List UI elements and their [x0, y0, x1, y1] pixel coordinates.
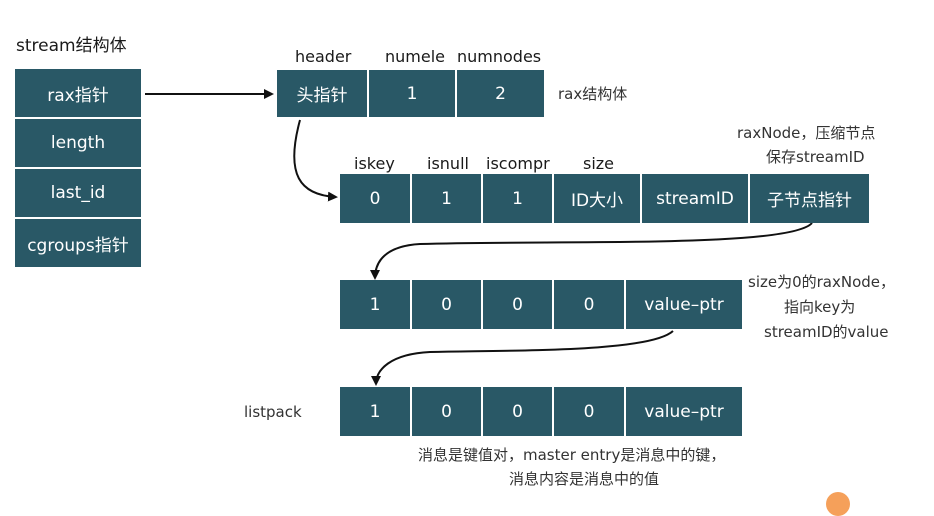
raxnode-iskey-label: iskey [354, 154, 395, 173]
rax-cell-numnodes: 2 [457, 70, 544, 117]
listpack-cell-value-ptr: value–ptr [626, 387, 742, 436]
stream-struct-title: stream结构体 [16, 36, 127, 56]
raxnode-note-1: raxNode，压缩节点 [737, 124, 876, 142]
leafnode-cell-1: 1 [340, 280, 410, 329]
rax-cell-head-pointer: 头指针 [277, 70, 367, 117]
raxnode-cell-iskey: 0 [340, 174, 410, 223]
leafnode-cell-4: 0 [554, 280, 624, 329]
rax-struct-label: rax结构体 [558, 85, 628, 103]
corner-logo-fragment [826, 492, 850, 516]
raxnode-size-label: size [583, 154, 615, 173]
listpack-label: listpack [244, 403, 302, 421]
stream-field-rax-pointer: rax指针 [15, 69, 141, 117]
leafnode-note-2: 指向key为 [784, 298, 856, 316]
rax-header-label: header [295, 47, 352, 66]
arrow-value-pointer [371, 330, 674, 386]
raxnode-cell-iscompr: 1 [483, 174, 552, 223]
listpack-cell-1: 1 [340, 387, 410, 436]
rax-cell-numele: 1 [369, 70, 455, 117]
raxnode-cell-isnull: 1 [412, 174, 481, 223]
arrow-child-pointer [370, 222, 813, 280]
leafnode-cell-2: 0 [412, 280, 481, 329]
raxnode-iscompr-label: iscompr [486, 154, 550, 173]
arrow-head-pointer [293, 119, 338, 202]
leafnode-cell-3: 0 [483, 280, 552, 329]
listpack-note-2: 消息内容是消息中的值 [509, 470, 660, 488]
connector-arrows [145, 89, 813, 386]
raxnode-isnull-label: isnull [427, 154, 469, 173]
raxnode-cell-streamid: streamID [642, 174, 748, 223]
stream-field-length: length [15, 119, 141, 167]
leafnode-cell-value-ptr: value–ptr [626, 280, 742, 329]
stream-field-cgroups-pointer: cgroups指针 [15, 219, 141, 267]
stream-field-last-id: last_id [15, 169, 141, 217]
listpack-cell-3: 0 [483, 387, 552, 436]
listpack-note-1: 消息是键值对，master entry是消息中的键， [418, 446, 726, 464]
rax-numele-label: numele [385, 47, 445, 66]
raxnode-cell-size: ID大小 [554, 174, 640, 223]
rax-numnodes-label: numnodes [457, 47, 542, 66]
leafnode-note-3: streamID的value [764, 323, 889, 341]
leafnode-note-1: size为0的raxNode， [748, 273, 896, 291]
raxnode-cell-child-pointer: 子节点指针 [750, 174, 869, 223]
raxnode-note-2: 保存streamID [766, 148, 865, 166]
listpack-cell-2: 0 [412, 387, 481, 436]
listpack-cell-4: 0 [554, 387, 624, 436]
